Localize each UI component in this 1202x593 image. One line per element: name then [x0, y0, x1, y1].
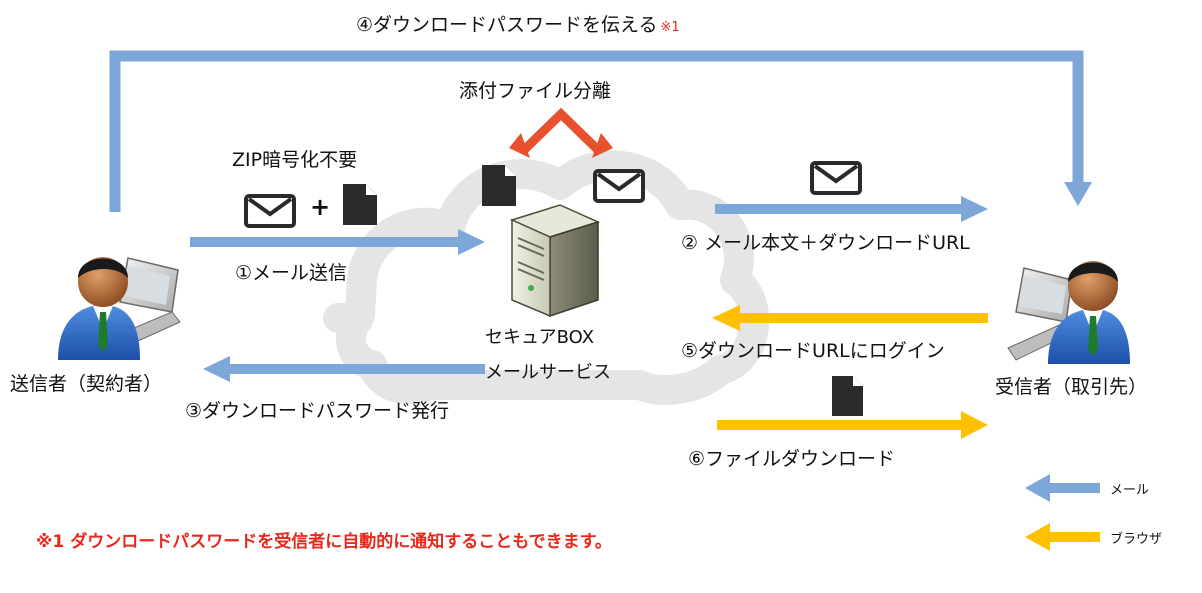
sender-person-laptop-icon [58, 257, 181, 360]
step4-label: ④ダウンロードパスワードを伝える※1 [356, 13, 680, 40]
plus-sign: + [310, 193, 331, 221]
step5-arrow [712, 305, 988, 331]
service-name-line2: メールサービス [485, 362, 611, 383]
attachment-separation-label: 添付ファイル分離 [459, 80, 612, 102]
step3-arrow [203, 356, 485, 382]
document-icon [832, 376, 863, 416]
service-name-line1: セキュアBOX [485, 327, 595, 348]
separation-arrow [509, 107, 613, 158]
step6-arrow [717, 411, 988, 439]
step4-note-mark: ※1 [660, 20, 680, 35]
recipient-person-laptop-icon [1007, 261, 1130, 364]
step5-label: ⑤ダウンロードURLにログイン [681, 340, 945, 362]
step1-label: ①メール送信 [235, 262, 348, 284]
step3-label: ③ダウンロードパスワード発行 [185, 400, 450, 422]
envelope-icon [244, 194, 296, 228]
step1-arrow [190, 229, 485, 255]
step2-arrow [715, 196, 988, 222]
step6-label: ⑥ファイルダウンロード [688, 448, 896, 470]
legend-mail-label: メール [1110, 483, 1150, 498]
footnote: ※1 ダウンロードパスワードを受信者に自動的に通知することもできます。 [36, 532, 612, 552]
legend-browser-label: ブラウザ [1110, 532, 1163, 547]
step4-arrow [109, 50, 1092, 212]
recipient-label: 受信者（取引先） [995, 376, 1148, 398]
document-icon [482, 165, 516, 206]
step4-text: ④ダウンロードパスワードを伝える [356, 14, 658, 36]
document-icon [343, 184, 377, 225]
server-icon [509, 204, 601, 318]
step2-label: ② メール本文＋ダウンロードURL [681, 232, 970, 254]
envelope-icon [593, 169, 645, 203]
envelope-icon [810, 161, 862, 195]
sender-label: 送信者（契約者） [10, 373, 163, 395]
legend-browser-arrow [1025, 523, 1100, 551]
zip-not-required-label: ZIP暗号化不要 [232, 149, 358, 171]
cloud-icon [323, 150, 770, 405]
legend-mail-arrow [1025, 474, 1100, 502]
